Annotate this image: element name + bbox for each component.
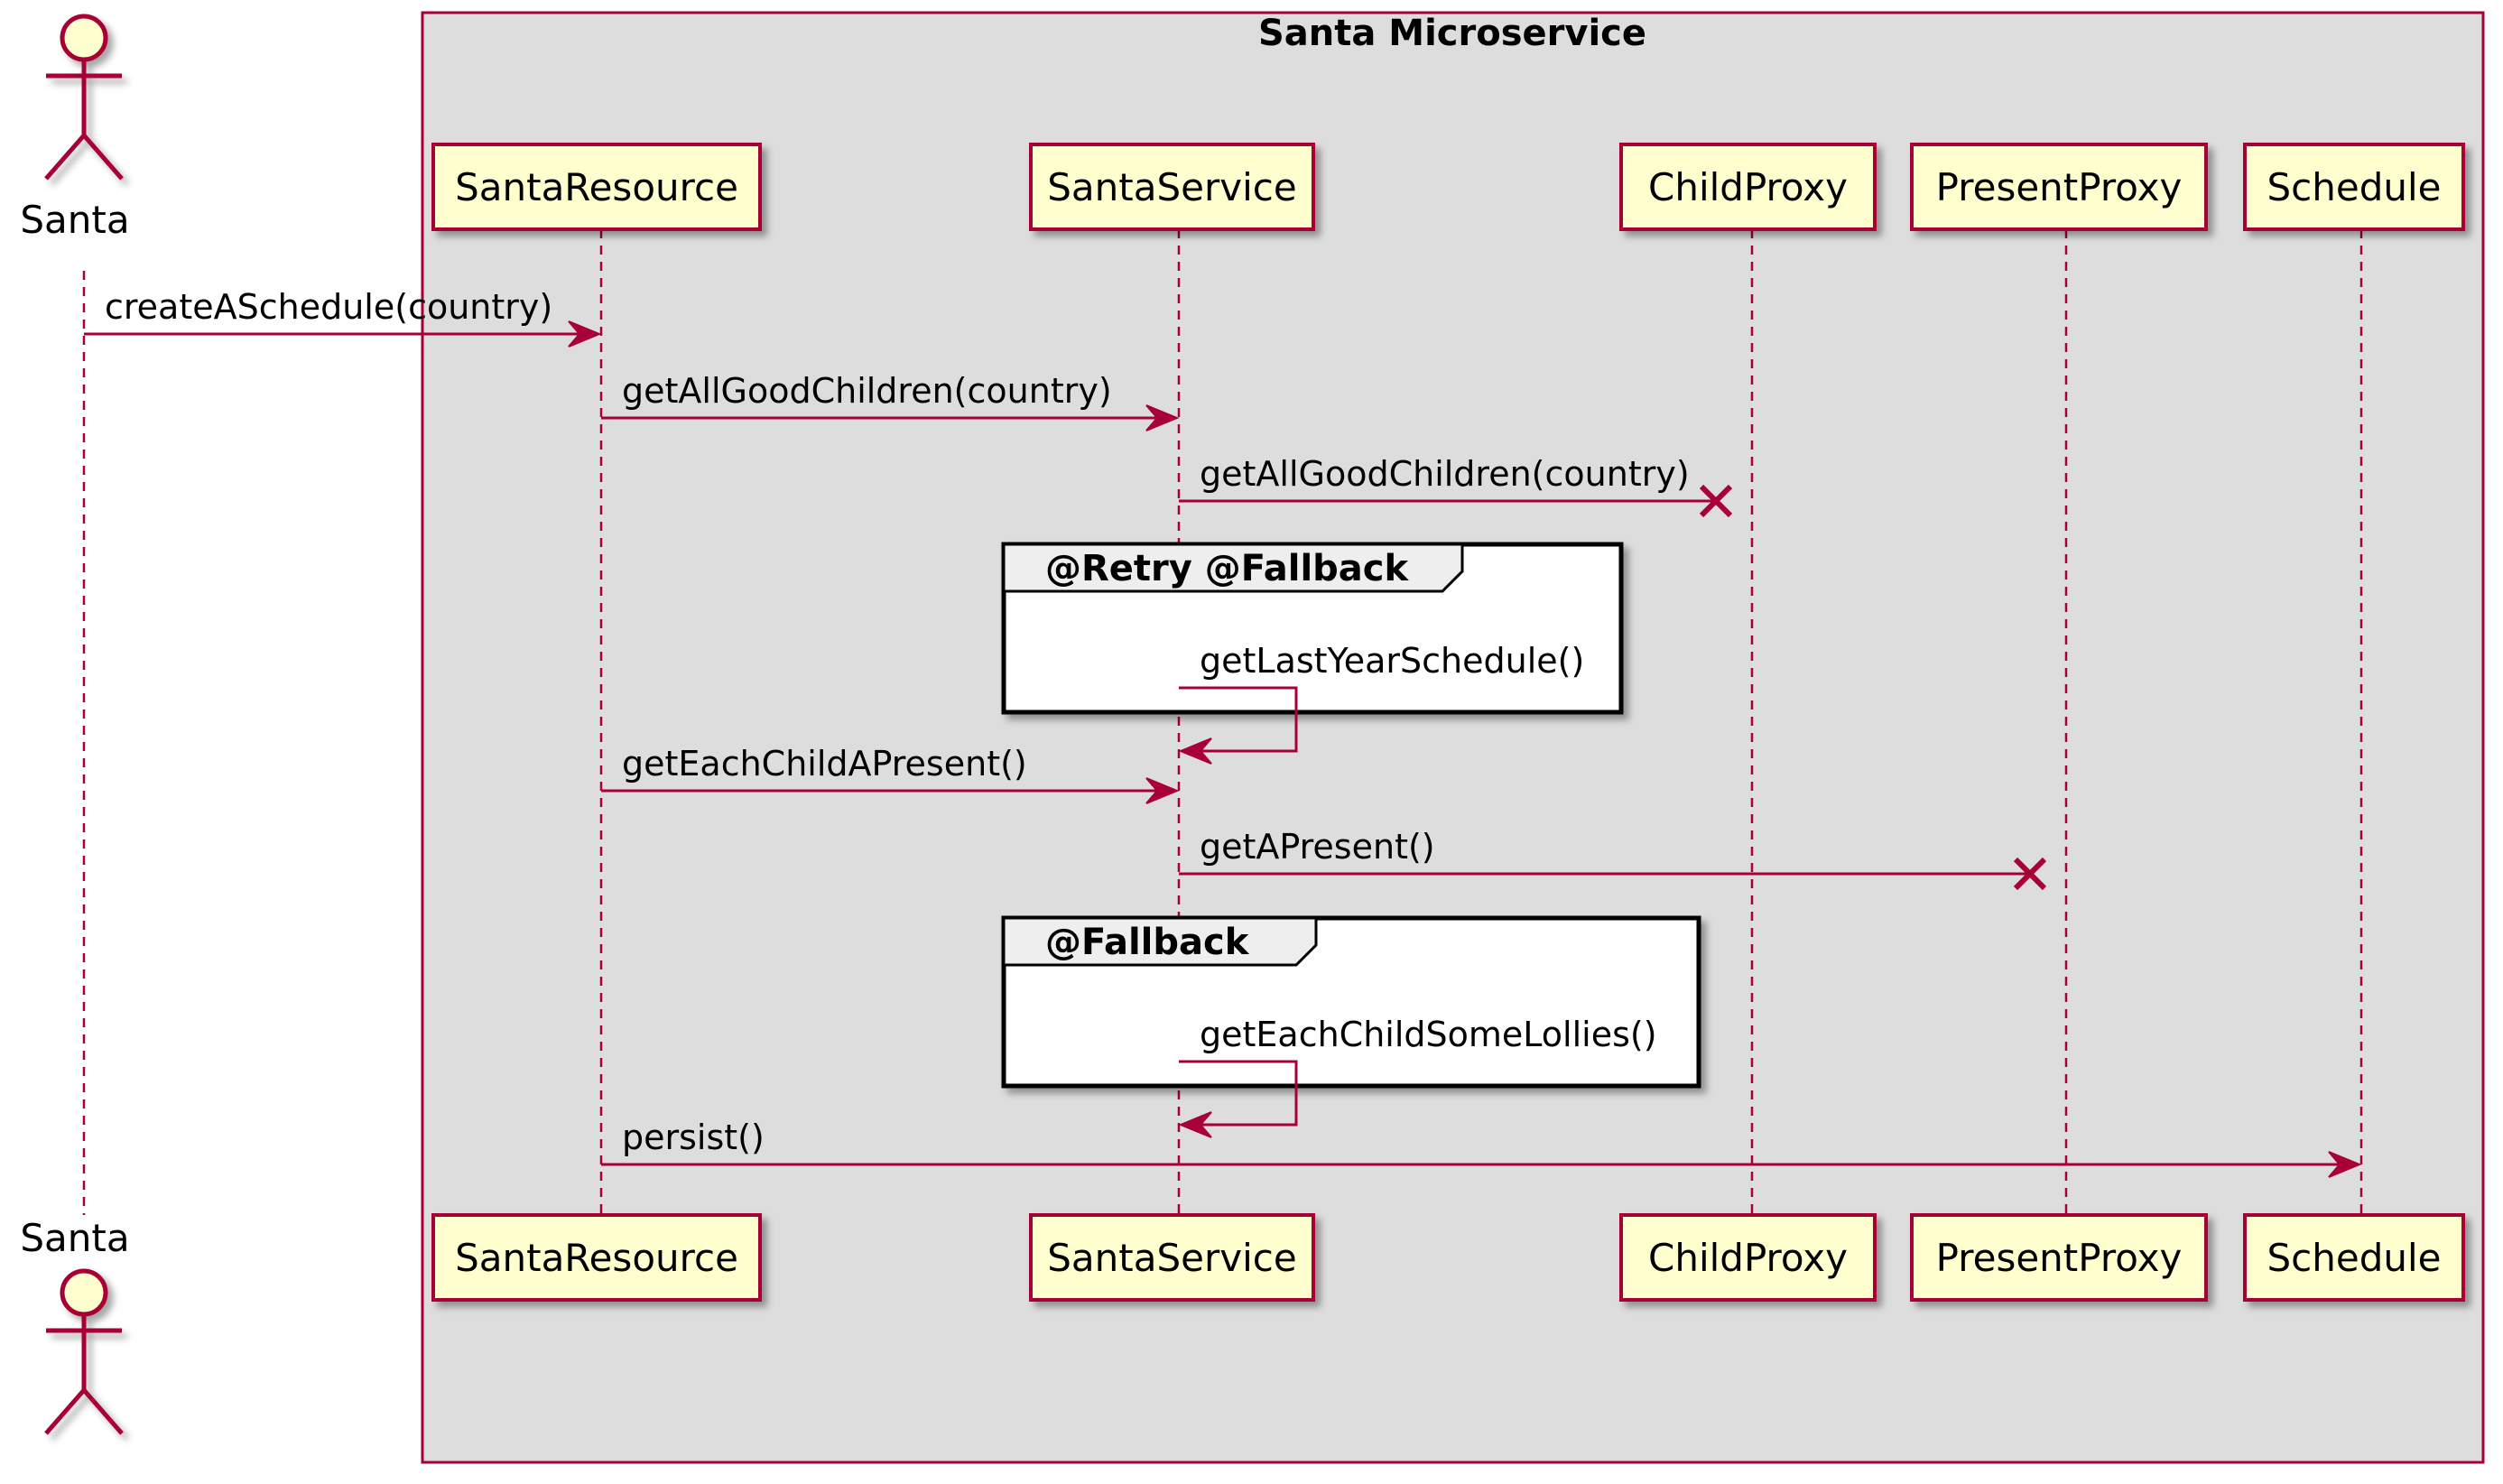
- arrowhead: [1178, 737, 1212, 765]
- messages: createASchedule(country) getAllGoodChildr…: [84, 287, 2362, 1178]
- participant-box: [1029, 1213, 1315, 1302]
- actor-label-bottom: Santa: [20, 1216, 129, 1260]
- arrowhead: [1145, 404, 1180, 431]
- participant-label: ChildProxy: [1648, 1236, 1848, 1280]
- arrowhead: [1145, 777, 1180, 804]
- fragment-title: @Retry @Fallback: [1045, 548, 1410, 589]
- message-label: persist(): [622, 1118, 765, 1157]
- participant-label: SantaService: [1047, 1236, 1296, 1280]
- participants-bottom: SantaResource SantaService ChildProxy Prese…: [431, 1213, 2465, 1302]
- microservice-box-title: Santa Microservice: [1258, 13, 1646, 54]
- participant-santaservice-bottom: SantaService: [1029, 1213, 1315, 1302]
- message-createaschedule-country: createASchedule(country): [84, 287, 602, 348]
- actor-label-top: Santa: [20, 198, 129, 242]
- participant-santaresource-top: SantaResource: [431, 143, 762, 231]
- message-label: getLastYearSchedule(): [1200, 641, 1584, 681]
- participants-top: SantaResource SantaService ChildProxy Prese…: [431, 143, 2465, 231]
- message-getallgoodchildren-country: getAllGoodChildren(country): [601, 371, 1180, 431]
- fragment-title-tab: [1002, 543, 1464, 593]
- arrowhead: [2328, 1151, 2362, 1178]
- participant-santaresource-bottom: SantaResource: [431, 1213, 762, 1302]
- participant-label: ChildProxy: [1648, 165, 1848, 209]
- message-getapresent: getAPresent(): [1179, 827, 2047, 891]
- message-persist: persist(): [601, 1118, 2362, 1178]
- arrowhead: [568, 320, 602, 348]
- message-label: getAllGoodChildren(country): [1200, 454, 1690, 494]
- participant-label: PresentProxy: [1936, 165, 2183, 209]
- participant-box: [2243, 143, 2465, 231]
- message-getlastyearschedule: getLastYearSchedule(): [1178, 641, 1584, 765]
- message-geteachchildapresent: getEachChildAPresent(): [601, 744, 1180, 804]
- fragment-title-tab: [1002, 916, 1318, 967]
- message-label: getAllGoodChildren(country): [622, 371, 1112, 411]
- participant-box: [2243, 1213, 2465, 1302]
- fragments: @Retry @Fallback @Fallback: [1001, 542, 1701, 1089]
- lost-message-cross-icon: [2013, 857, 2047, 891]
- participant-schedule-bottom: Schedule: [2243, 1213, 2465, 1302]
- actor-santa-bottom: Santa: [20, 1216, 130, 1435]
- participant-box: [1910, 143, 2208, 231]
- message-label: getAPresent(): [1200, 827, 1435, 867]
- participant-label: SantaResource: [455, 1236, 738, 1280]
- participant-childproxy-top: ChildProxy: [1619, 143, 1877, 231]
- participant-presentproxy-top: PresentProxy: [1910, 143, 2208, 231]
- fragment-fallback: @Fallback: [1001, 915, 1701, 1089]
- participant-box: [1619, 143, 1877, 231]
- participant-label: Schedule: [2267, 1236, 2442, 1280]
- participant-box: [431, 143, 762, 231]
- lost-message-cross-icon: [1699, 484, 1733, 518]
- participant-label: SantaResource: [455, 165, 738, 209]
- participant-box: [1910, 1213, 2208, 1302]
- stick-figure-actor-icon: [44, 14, 124, 181]
- arrowhead: [1178, 1111, 1212, 1138]
- microservice-box: Santa Microservice: [421, 11, 2485, 1464]
- message-label: createASchedule(country): [105, 287, 552, 327]
- participant-childproxy-bottom: ChildProxy: [1619, 1213, 1877, 1302]
- message-arrow: [1179, 686, 1298, 753]
- participant-label: PresentProxy: [1936, 1236, 2183, 1280]
- participant-box: [1029, 143, 1315, 231]
- participant-label: SantaService: [1047, 165, 1296, 209]
- message-label: getEachChildSomeLollies(): [1200, 1015, 1657, 1054]
- message-getallgoodchildren-country: getAllGoodChildren(country): [1179, 454, 1733, 518]
- participant-schedule-top: Schedule: [2243, 143, 2465, 231]
- stick-figure-actor-icon: [44, 1268, 124, 1435]
- participant-box: [1619, 1213, 1877, 1302]
- message-geteachchildsomelollies: getEachChildSomeLollies(): [1178, 1015, 1657, 1138]
- fragment-retry-fallback: @Retry @Fallback: [1001, 542, 1624, 715]
- message-arrow: [1179, 1060, 1298, 1127]
- fragment-title: @Fallback: [1045, 922, 1250, 963]
- participant-label: Schedule: [2267, 165, 2442, 209]
- participant-box: [431, 1213, 762, 1302]
- actor-santa-top: Santa: [20, 14, 130, 242]
- message-label: getEachChildAPresent(): [622, 744, 1027, 784]
- participant-santaservice-top: SantaService: [1029, 143, 1315, 231]
- participant-presentproxy-bottom: PresentProxy: [1910, 1213, 2208, 1302]
